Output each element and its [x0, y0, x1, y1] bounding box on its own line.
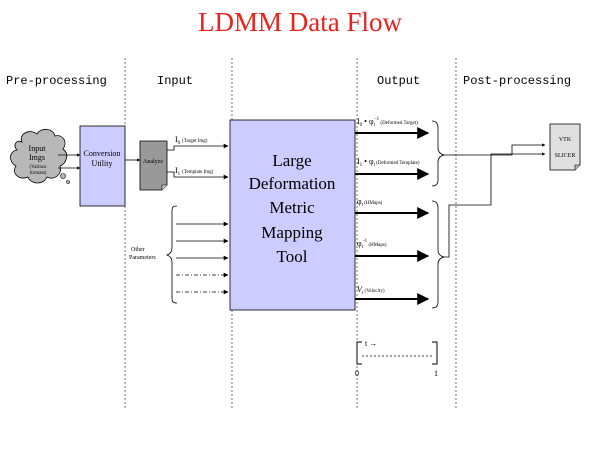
- input-imgs-label-4: formats): [30, 171, 47, 176]
- output-velocity-label: Vt (Velocity): [357, 285, 385, 296]
- other-parameters-label-1: Other: [131, 247, 145, 253]
- ldmm-tool-box: Large Deformation Metric Mapping Tool: [229, 119, 356, 311]
- input-i0-label: I0(Target Img): [175, 135, 208, 146]
- input-imgs-label-3: (Various: [30, 165, 47, 170]
- output-deformed-target-label: I0 • φt-1 (Deformed Target): [357, 117, 418, 128]
- vtk-connectors: [444, 143, 546, 258]
- input-imgs-cloud: Input Imgs (Various formats): [10, 128, 70, 184]
- output-arrows: [355, 127, 430, 305]
- image-input-arrows: [167, 143, 229, 180]
- phase-output: Output: [377, 74, 420, 88]
- output-brace-top: [431, 120, 445, 187]
- other-parameters-brace: [165, 205, 178, 304]
- tool-label-3: Metric: [269, 198, 315, 217]
- vtk-label-2: SLICER: [555, 153, 576, 159]
- time-scale-t-label: t →: [365, 339, 377, 348]
- analyze-label: Analyze: [143, 159, 163, 165]
- output-inverse-hmaps-label: φt-1 (HMaps): [357, 239, 387, 250]
- other-parameter-arrows: [176, 221, 229, 295]
- phase-preprocessing: Pre-processing: [6, 74, 107, 88]
- input-imgs-label-1: Input: [29, 144, 47, 153]
- output-hmaps-label: φt (HMaps): [357, 197, 383, 208]
- analyze-document-icon: Analyze: [139, 140, 168, 191]
- vtk-label-1: VTK: [559, 137, 572, 143]
- phase-postprocessing: Post-processing: [463, 74, 571, 88]
- conversion-utility-box: Conversion Utility: [79, 125, 126, 207]
- phase-input: Input: [157, 74, 193, 88]
- tool-label-5: Tool: [277, 247, 308, 266]
- page-title: LDMM Data Flow: [198, 7, 402, 37]
- output-brace-bottom: [431, 200, 445, 309]
- time-scale-end: 1: [434, 369, 438, 378]
- input-i1-label: I1(Template Img): [175, 166, 214, 177]
- conversion-label-2: Utility: [92, 159, 113, 168]
- tool-label-4: Mapping: [261, 223, 323, 242]
- tool-label-2: Deformation: [249, 174, 336, 193]
- other-parameters-label-2: Parameters: [129, 255, 156, 261]
- conversion-label-1: Conversion: [84, 149, 121, 158]
- time-scale: t → 0 1: [355, 339, 438, 378]
- input-imgs-label-2: Imgs: [29, 153, 45, 162]
- time-scale-start: 0: [355, 369, 359, 378]
- tool-label-1: Large: [272, 151, 311, 170]
- vtk-slicer-document-icon: VTK SLICER: [549, 123, 581, 171]
- output-deformed-template-label: I1 • φt (Deformed Template): [357, 157, 420, 168]
